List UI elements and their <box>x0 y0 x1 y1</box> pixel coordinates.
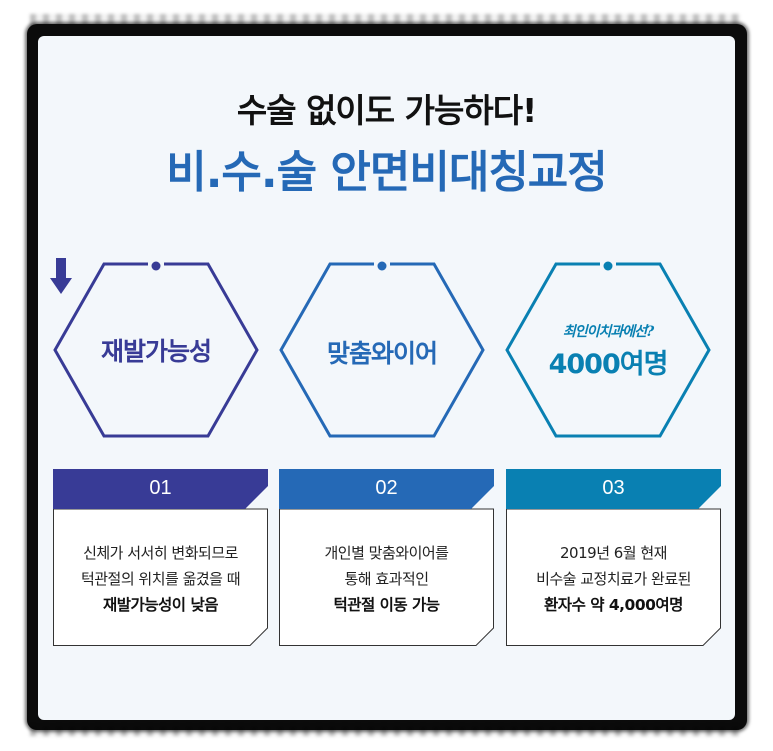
hexagon-outline-icon <box>279 261 485 438</box>
headline-title: 비.수.술 안면비대칭교정 <box>166 147 608 198</box>
card-description: 2019년 6월 현재 비수술 교정치료가 완료된 환자수 약 4,000여명 <box>506 540 721 618</box>
card-line: 비수술 교정치료가 완료된 <box>536 570 691 588</box>
info-card-03: 03 2019년 6월 현재 비수술 교정치료가 완료된 환자수 약 4,000… <box>506 469 721 646</box>
info-card-02: 02 개인별 맞춤와이어를 통해 효과적인 턱관절 이동 가능 <box>279 469 494 646</box>
card-number: 02 <box>375 477 398 499</box>
card-shape <box>279 469 494 646</box>
arrow-down-icon <box>50 258 72 294</box>
card-line: 개인별 맞춤와이어를 <box>324 544 449 562</box>
card-description: 개인별 맞춤와이어를 통해 효과적인 턱관절 이동 가능 <box>279 540 494 618</box>
card-shape <box>506 469 721 646</box>
card-emphasis: 재발가능성이 낮음 <box>103 596 218 614</box>
card-emphasis: 턱관절 이동 가능 <box>333 596 440 614</box>
hexagon-sub-label: 최인이치과에선? <box>562 324 654 340</box>
card-line: 통해 효과적인 <box>344 570 429 588</box>
hexagon-label: 재발가능성 <box>100 337 212 366</box>
info-card-01: 01 신체가 서서히 변화되므로 턱관절의 위치를 옮겼을 때 재발가능성이 낮… <box>53 469 268 646</box>
card-line: 턱관절의 위치를 옮겼을 때 <box>80 570 241 588</box>
hexagon-label: 맞춤와이어 <box>326 339 438 368</box>
hexagon-label: 4000여명 <box>548 349 669 380</box>
card-line: 2019년 6월 현재 <box>560 544 667 562</box>
hexagon-outline-icon <box>53 261 259 438</box>
hexagon-outline-icon <box>505 261 711 438</box>
hexagon-recurrence: 재발가능성 <box>50 258 262 442</box>
headline-subtitle: 수술 없이도 가능하다! <box>236 91 537 130</box>
hexagon-patients: 최인이치과에선? 4000여명 <box>502 258 714 442</box>
frame-texture-bottom <box>30 726 740 736</box>
card-line: 신체가 서서히 변화되므로 <box>83 544 238 562</box>
card-emphasis: 환자수 약 4,000여명 <box>544 596 683 614</box>
card-description: 신체가 서서히 변화되므로 턱관절의 위치를 옮겼을 때 재발가능성이 낮음 <box>53 540 268 618</box>
card-number: 01 <box>149 477 172 499</box>
hexagon-custom-wire: 맞춤와이어 <box>276 258 488 442</box>
card-shape <box>53 469 268 646</box>
card-number: 03 <box>602 477 625 499</box>
